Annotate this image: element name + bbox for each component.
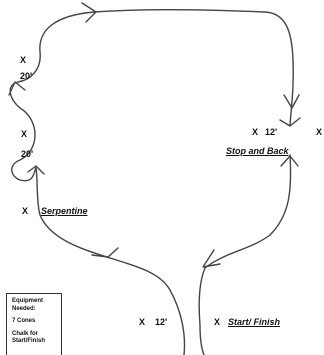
cone-marker-2: X	[21, 129, 28, 139]
start-finish-label: Start/ Finish	[228, 317, 281, 327]
arrow-stop-upper	[279, 117, 301, 127]
equipment-box: Equipment Needed: 7 Cones Chalk for Star…	[6, 293, 62, 355]
course-path-left	[9, 51, 41, 182]
arrow-bottom-right	[202, 249, 221, 268]
cone-marker-4: X	[252, 127, 259, 137]
cone-marker-6: X	[139, 317, 146, 327]
equipment-chalk: Chalk for Start/Finish	[12, 330, 46, 345]
course-path-right-upper	[289, 59, 294, 126]
equipment-cones: 7 Cones	[12, 318, 36, 324]
stop-and-back-label: Stop and Back	[226, 146, 289, 156]
arrow-right-down	[283, 94, 300, 109]
course-path-bottom-left	[35, 167, 186, 355]
cone-marker-7: X	[214, 317, 221, 327]
distance-label-stop: 12'	[265, 127, 278, 137]
cone-marker-1: X	[20, 55, 27, 65]
distance-label-mid-left: 20'	[21, 149, 34, 159]
arrow-bottom-left	[91, 247, 119, 258]
serpentine-label: Serpentine	[41, 206, 88, 216]
cone-marker-5: X	[316, 127, 323, 137]
arrow-top	[81, 2, 97, 23]
arrow-left-upper	[8, 81, 26, 96]
distance-label-bottom: 12'	[155, 317, 168, 327]
cone-marker-3: X	[22, 206, 29, 216]
distance-label-top-left: 20'	[20, 71, 33, 81]
equipment-title: Equipment Needed:	[12, 298, 43, 312]
arrow-stop-lower	[280, 155, 299, 167]
arrow-left-lower	[27, 165, 45, 175]
course-path-top	[39, 8, 294, 61]
